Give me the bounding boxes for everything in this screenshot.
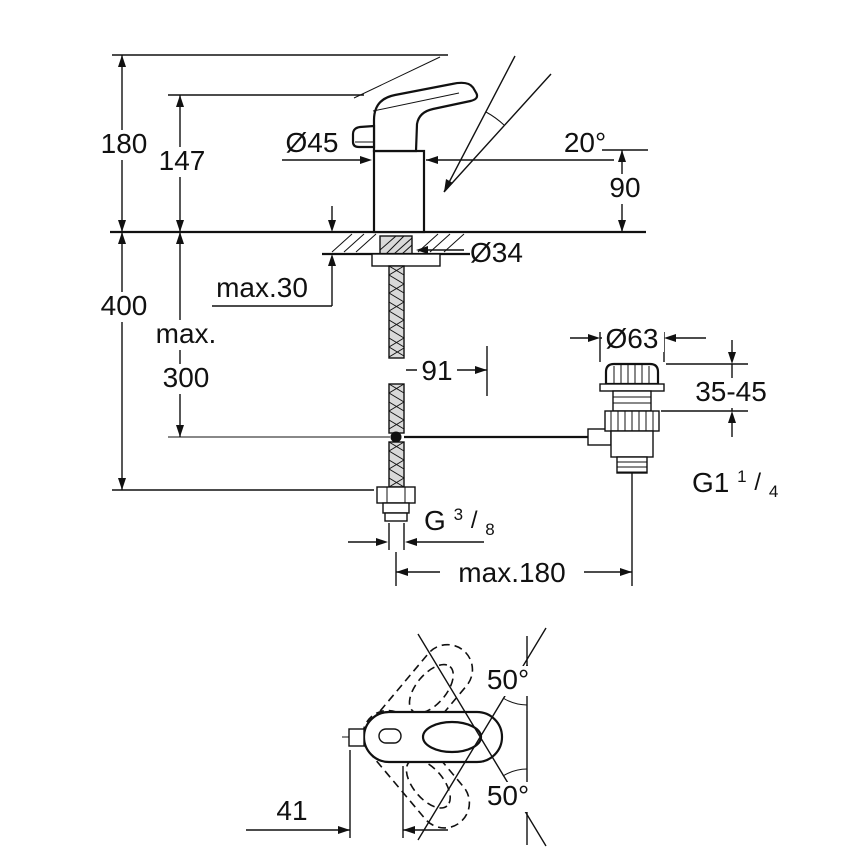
dim-total-height-label: 180	[96, 128, 152, 160]
dim-clamping-range-text: 35-45	[695, 376, 767, 407]
dim-swing-up-label: 50°	[482, 664, 534, 696]
dim-waste-flange-text: Ø63	[606, 323, 659, 354]
dim-spout-height-label: 90	[603, 172, 645, 204]
dim-rod-offset-label: 91	[417, 355, 457, 386]
rod-joint	[390, 431, 402, 443]
dim-max-reach-text: max.180	[458, 557, 565, 588]
dim-install-height-label: 400	[96, 290, 152, 322]
dim-rod-length-value-text: 300	[163, 362, 210, 393]
dim-handle-offset-text: 41	[276, 795, 307, 826]
supply-thread-text: G 3 / 8	[424, 495, 495, 539]
faucet-top-body	[342, 710, 504, 764]
dimension-labels: 180 147 Ø45 20° 90 400 max.30 Ø34 max. 3…	[96, 127, 778, 826]
dim-swing-up-text: 50°	[487, 664, 529, 695]
dim-rod-length-label: max. 300	[150, 318, 220, 394]
dim-rod-offset-text: 91	[421, 355, 452, 386]
supply-hose-nut	[376, 486, 416, 522]
dim-total-height-text: 180	[101, 128, 148, 159]
dim-swing-down-label: 50°	[482, 780, 534, 812]
dim-install-height-text: 400	[101, 290, 148, 321]
dim-lever-angle-text: 20°	[564, 127, 606, 158]
dim-hole-diameter-text: Ø34	[470, 237, 523, 268]
dim-body-diameter-text: Ø45	[286, 127, 339, 158]
supply-hose	[376, 265, 416, 522]
top-view	[246, 627, 547, 847]
dim-swing-down-text: 50°	[487, 780, 529, 811]
side-view-arrowheads	[118, 55, 736, 576]
dim-clamping-range-label: 35-45	[693, 376, 771, 408]
dim-waste-flange-label: Ø63	[602, 323, 664, 354]
dim-body-height-text: 147	[159, 145, 206, 176]
pop-up-rod	[168, 428, 612, 446]
waste-thread-text: G1 1 / 4	[692, 457, 778, 501]
dim-rod-length-prefix-text: max.	[156, 318, 217, 349]
pop-up-waste	[599, 362, 665, 474]
mounting-deck	[110, 230, 646, 267]
dim-body-height-label: 147	[154, 145, 210, 177]
side-view	[110, 54, 748, 586]
dim-spout-height-text: 90	[609, 172, 640, 203]
dim-max-reach-label: max.180	[440, 557, 584, 588]
dim-deck-thickness-text: max.30	[216, 272, 308, 303]
mounting-shank	[379, 235, 413, 255]
faucet-body	[351, 56, 479, 234]
